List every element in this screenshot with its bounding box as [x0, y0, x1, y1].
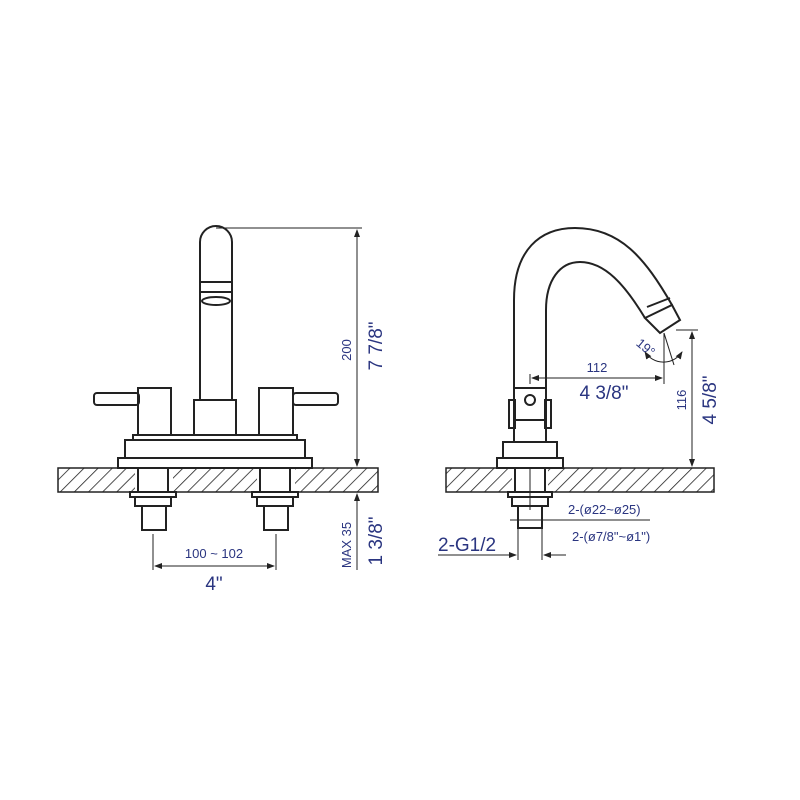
countertop-side [445, 467, 715, 493]
faucet-side [496, 226, 682, 529]
hole-diameter-in: 2-(ø7/8"~ø1") [572, 529, 650, 544]
spout-height-in: 4 5/8" [700, 375, 721, 424]
spacing-mm: 100 ~ 102 [185, 546, 243, 561]
spout-angle: 19° [633, 335, 658, 359]
side-view: 112 4 3/8" 116 4 5/8" 19° 2-(ø22~ø25) 2-… [438, 226, 721, 560]
reach-mm: 112 [587, 360, 608, 375]
spout-height-mm: 116 [674, 390, 689, 411]
front-height-mm: 200 [339, 339, 354, 361]
spacing-in: 4" [205, 574, 222, 595]
front-height-in: 7 7/8" [366, 321, 387, 370]
countertop-front [57, 467, 379, 493]
below-counter-mm: MAX 35 [339, 522, 354, 568]
below-counter-in: 1 3/8" [366, 516, 387, 565]
front-view: 200 7 7/8" MAX 35 1 3/8" 100 ~ 102 4" [57, 225, 387, 595]
faucet-front [93, 225, 339, 531]
hole-diameter-mm: 2-(ø22~ø25) [568, 502, 641, 517]
thread-size: 2-G1/2 [438, 535, 496, 556]
reach-in: 4 3/8" [579, 383, 628, 404]
